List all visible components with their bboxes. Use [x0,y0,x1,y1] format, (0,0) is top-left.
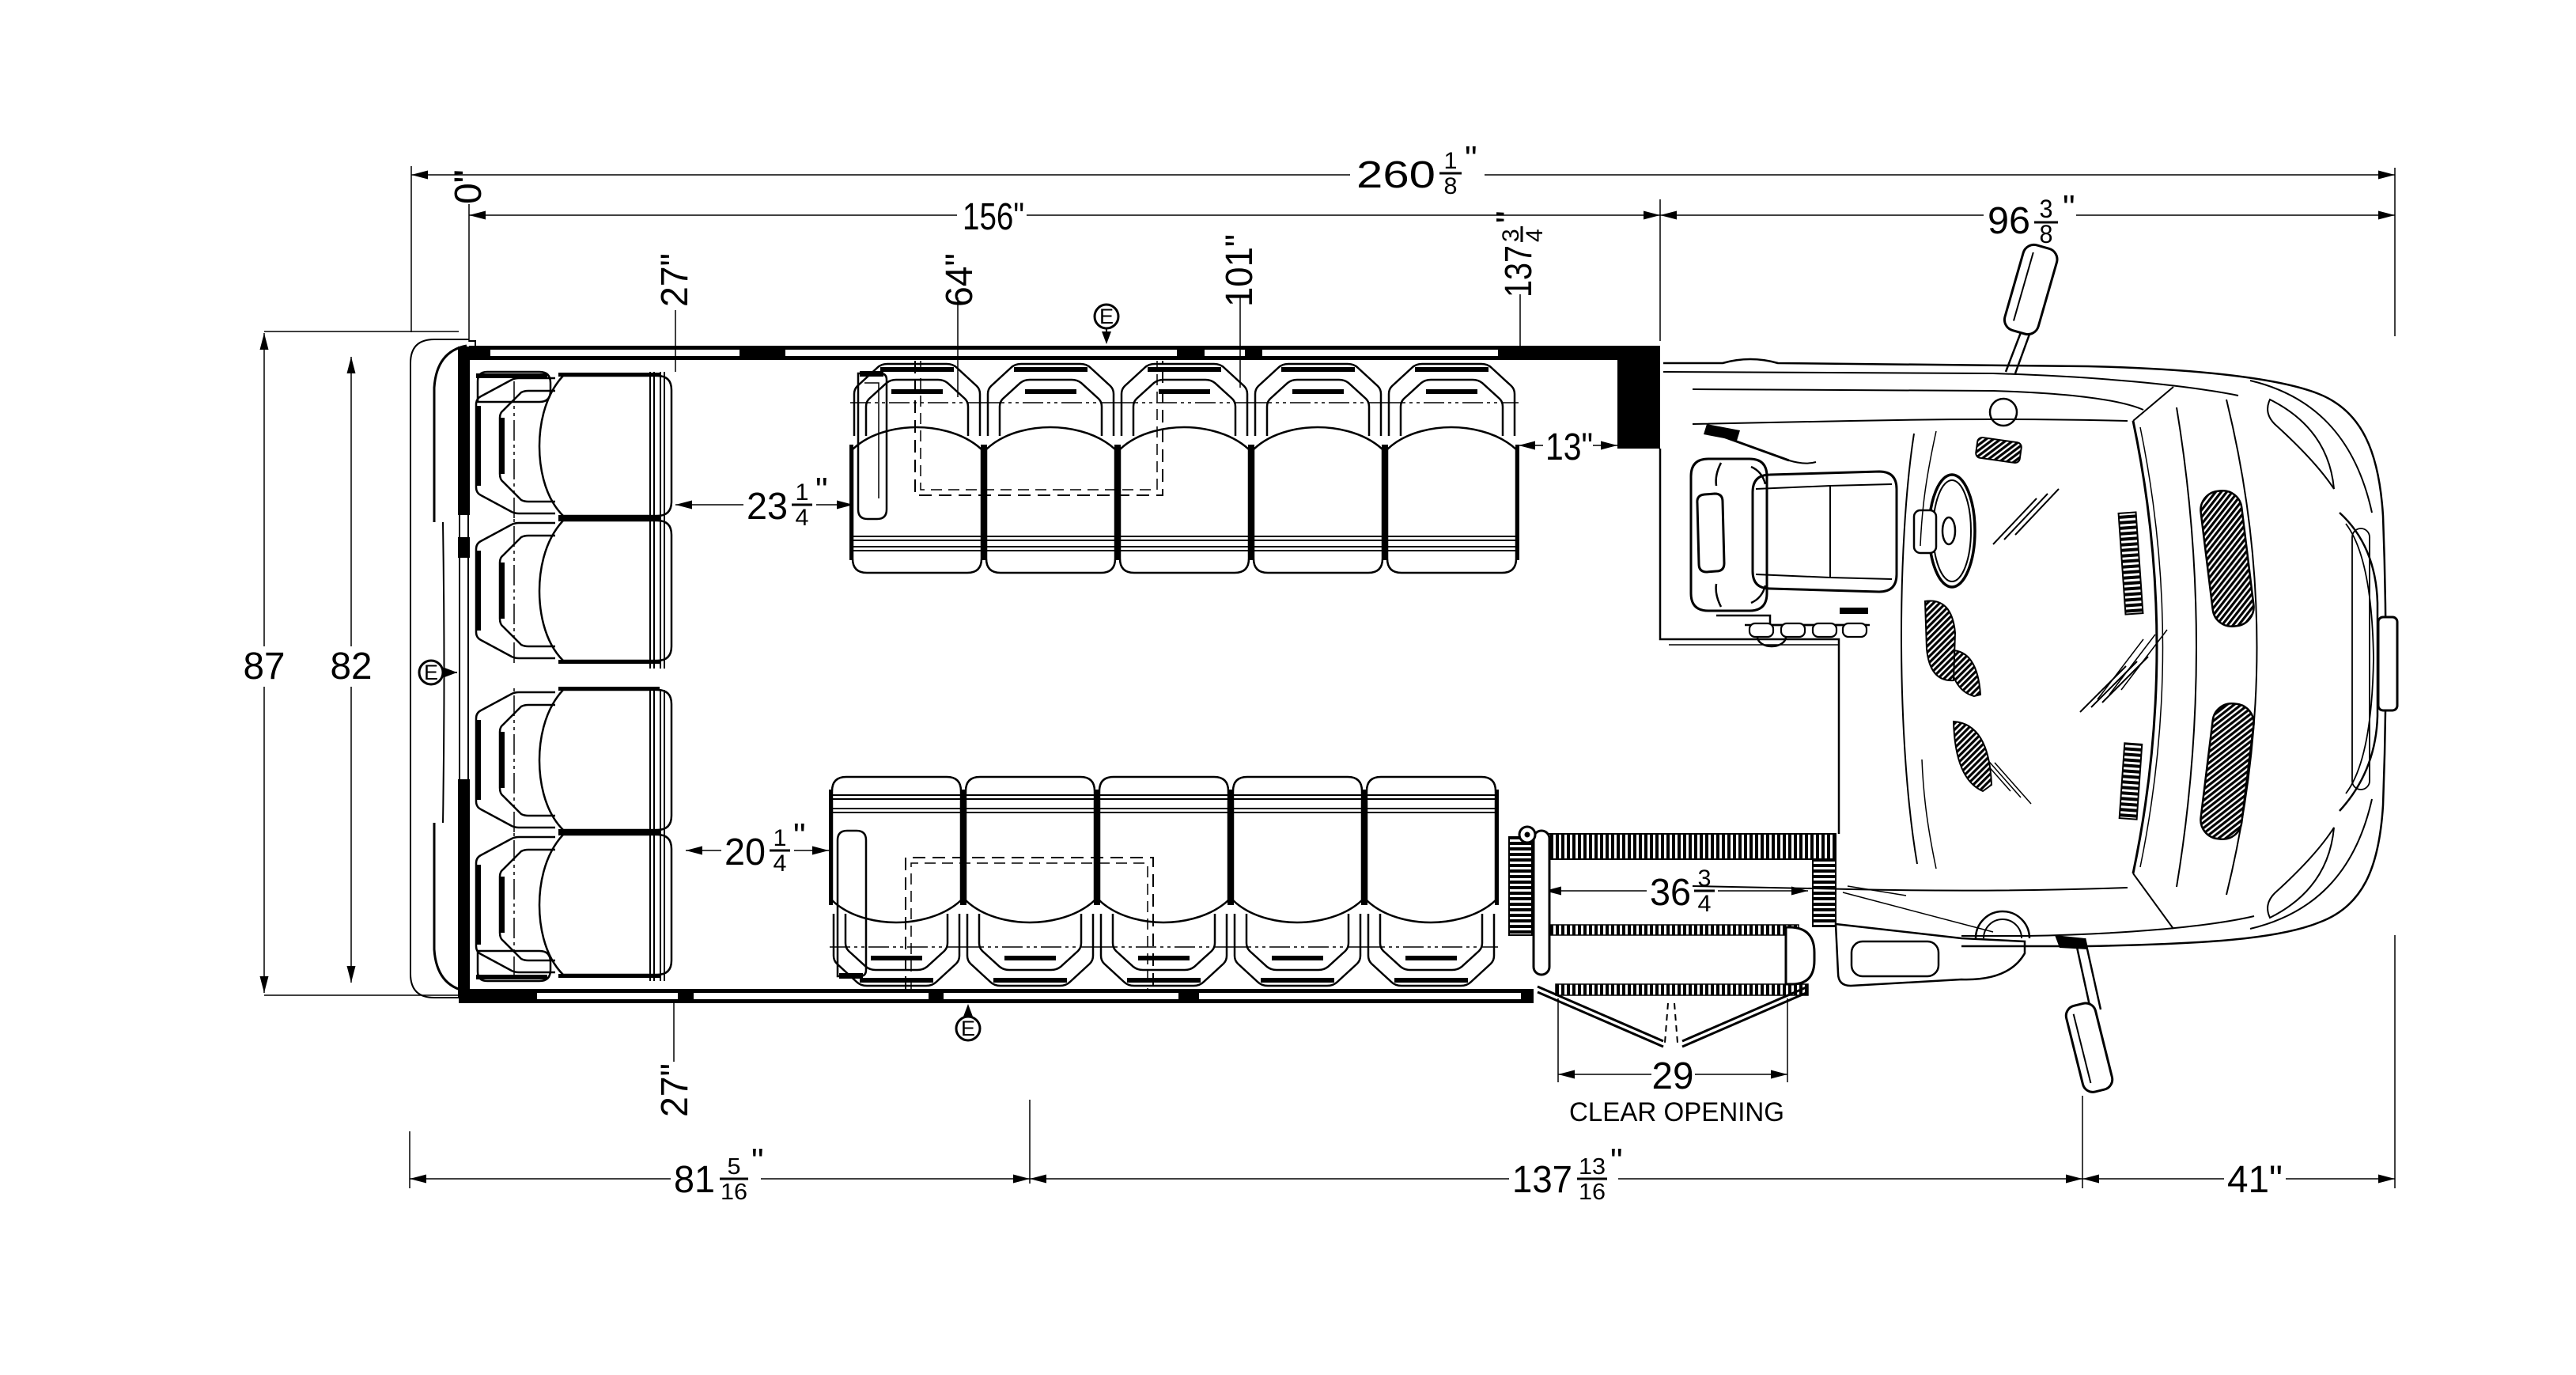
svg-text:137: 137 [1498,245,1540,297]
svg-text:": " [1489,210,1528,223]
svg-text:82: 82 [331,646,373,688]
svg-text:8: 8 [2040,220,2053,248]
svg-text:4: 4 [796,505,809,531]
svg-text:260: 260 [1356,154,1436,196]
svg-text:64": 64" [939,253,981,307]
svg-text:1: 1 [1444,148,1458,174]
svg-text:4: 4 [774,850,787,877]
svg-text:4: 4 [1522,229,1548,242]
svg-text:": " [2063,188,2075,227]
svg-text:": " [1610,1142,1623,1180]
svg-text:87: 87 [244,646,286,688]
svg-text:16: 16 [721,1180,747,1205]
svg-text:81: 81 [674,1159,715,1201]
svg-text:3: 3 [1698,866,1712,892]
svg-text:": " [751,1142,764,1180]
svg-text:36: 36 [1650,872,1691,914]
svg-text:27": 27" [654,253,696,307]
svg-text:CLEAR OPENING: CLEAR OPENING [1569,1097,1784,1127]
svg-text:101": 101" [1219,234,1261,307]
svg-text:137: 137 [1512,1159,1572,1201]
svg-text:96: 96 [1988,200,2030,242]
svg-text:8: 8 [1444,173,1458,199]
svg-text:1: 1 [796,479,809,506]
svg-text:41": 41" [2227,1159,2283,1201]
svg-text:4: 4 [1698,891,1712,917]
svg-text:13": 13" [1545,426,1593,468]
svg-text:156": 156" [963,196,1024,238]
svg-text:5: 5 [728,1154,741,1180]
svg-text:0": 0" [448,169,490,204]
svg-text:20: 20 [724,831,766,873]
svg-text:27": 27" [654,1063,696,1117]
svg-text:": " [1465,139,1477,178]
svg-text:E: E [424,661,438,684]
svg-text:": " [815,471,828,509]
svg-text:16: 16 [1579,1180,1606,1205]
svg-text:E: E [1099,305,1114,328]
svg-text:1: 1 [774,825,787,851]
svg-text:3: 3 [2040,195,2053,223]
svg-text:13: 13 [1579,1154,1606,1180]
svg-text:29: 29 [1652,1055,1694,1097]
svg-text:E: E [961,1017,975,1040]
svg-text:23: 23 [747,486,788,528]
svg-text:3: 3 [1498,229,1524,242]
svg-text:": " [793,816,806,855]
